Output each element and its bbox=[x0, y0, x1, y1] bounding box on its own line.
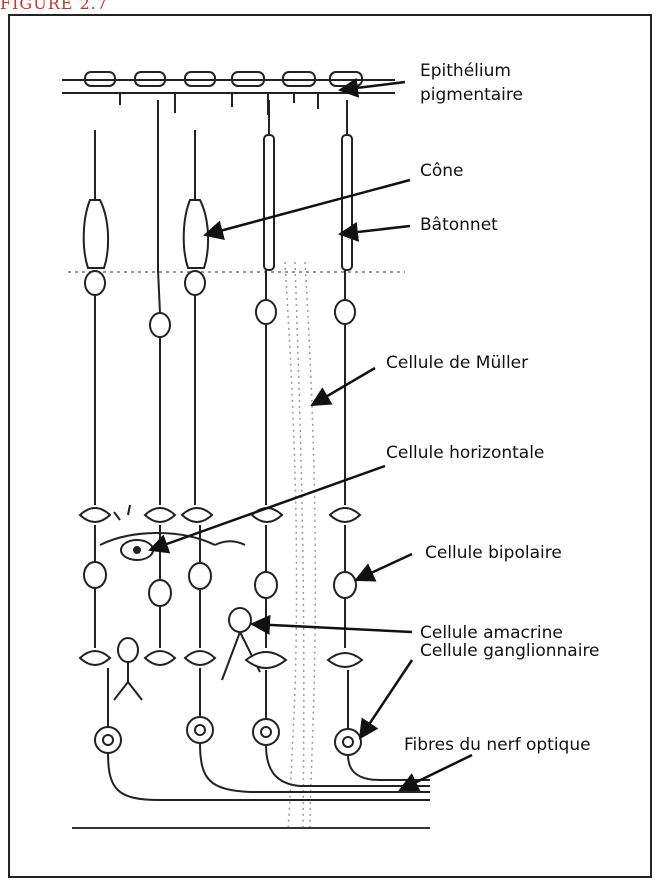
receptor-terminals bbox=[80, 508, 360, 522]
label-bipolar-cell: Cellule bipolaire bbox=[425, 542, 562, 564]
photoreceptors bbox=[84, 100, 352, 270]
label-epithelium-line2: pigmentaire bbox=[420, 84, 523, 106]
label-horizontal-cell: Cellule horizontale bbox=[386, 442, 544, 464]
label-optic-nerve-fibers: Fibres du nerf optique bbox=[404, 734, 591, 756]
amacrine-cells bbox=[114, 608, 260, 700]
label-cone: Cône bbox=[420, 160, 464, 182]
receptor-nuclei bbox=[85, 271, 355, 337]
ganglion-cells bbox=[95, 668, 361, 755]
label-epithelium-line1: Epithélium bbox=[420, 60, 511, 82]
label-muller-cell: Cellule de Müller bbox=[386, 352, 528, 374]
label-ganglion-cell: Cellule ganglionnaire bbox=[420, 640, 600, 662]
label-arrows bbox=[150, 82, 472, 790]
optic-nerve-fibers bbox=[108, 743, 430, 800]
pigment-epithelium bbox=[62, 72, 395, 115]
label-rod: Bâtonnet bbox=[420, 214, 498, 236]
muller-cell bbox=[285, 262, 315, 830]
